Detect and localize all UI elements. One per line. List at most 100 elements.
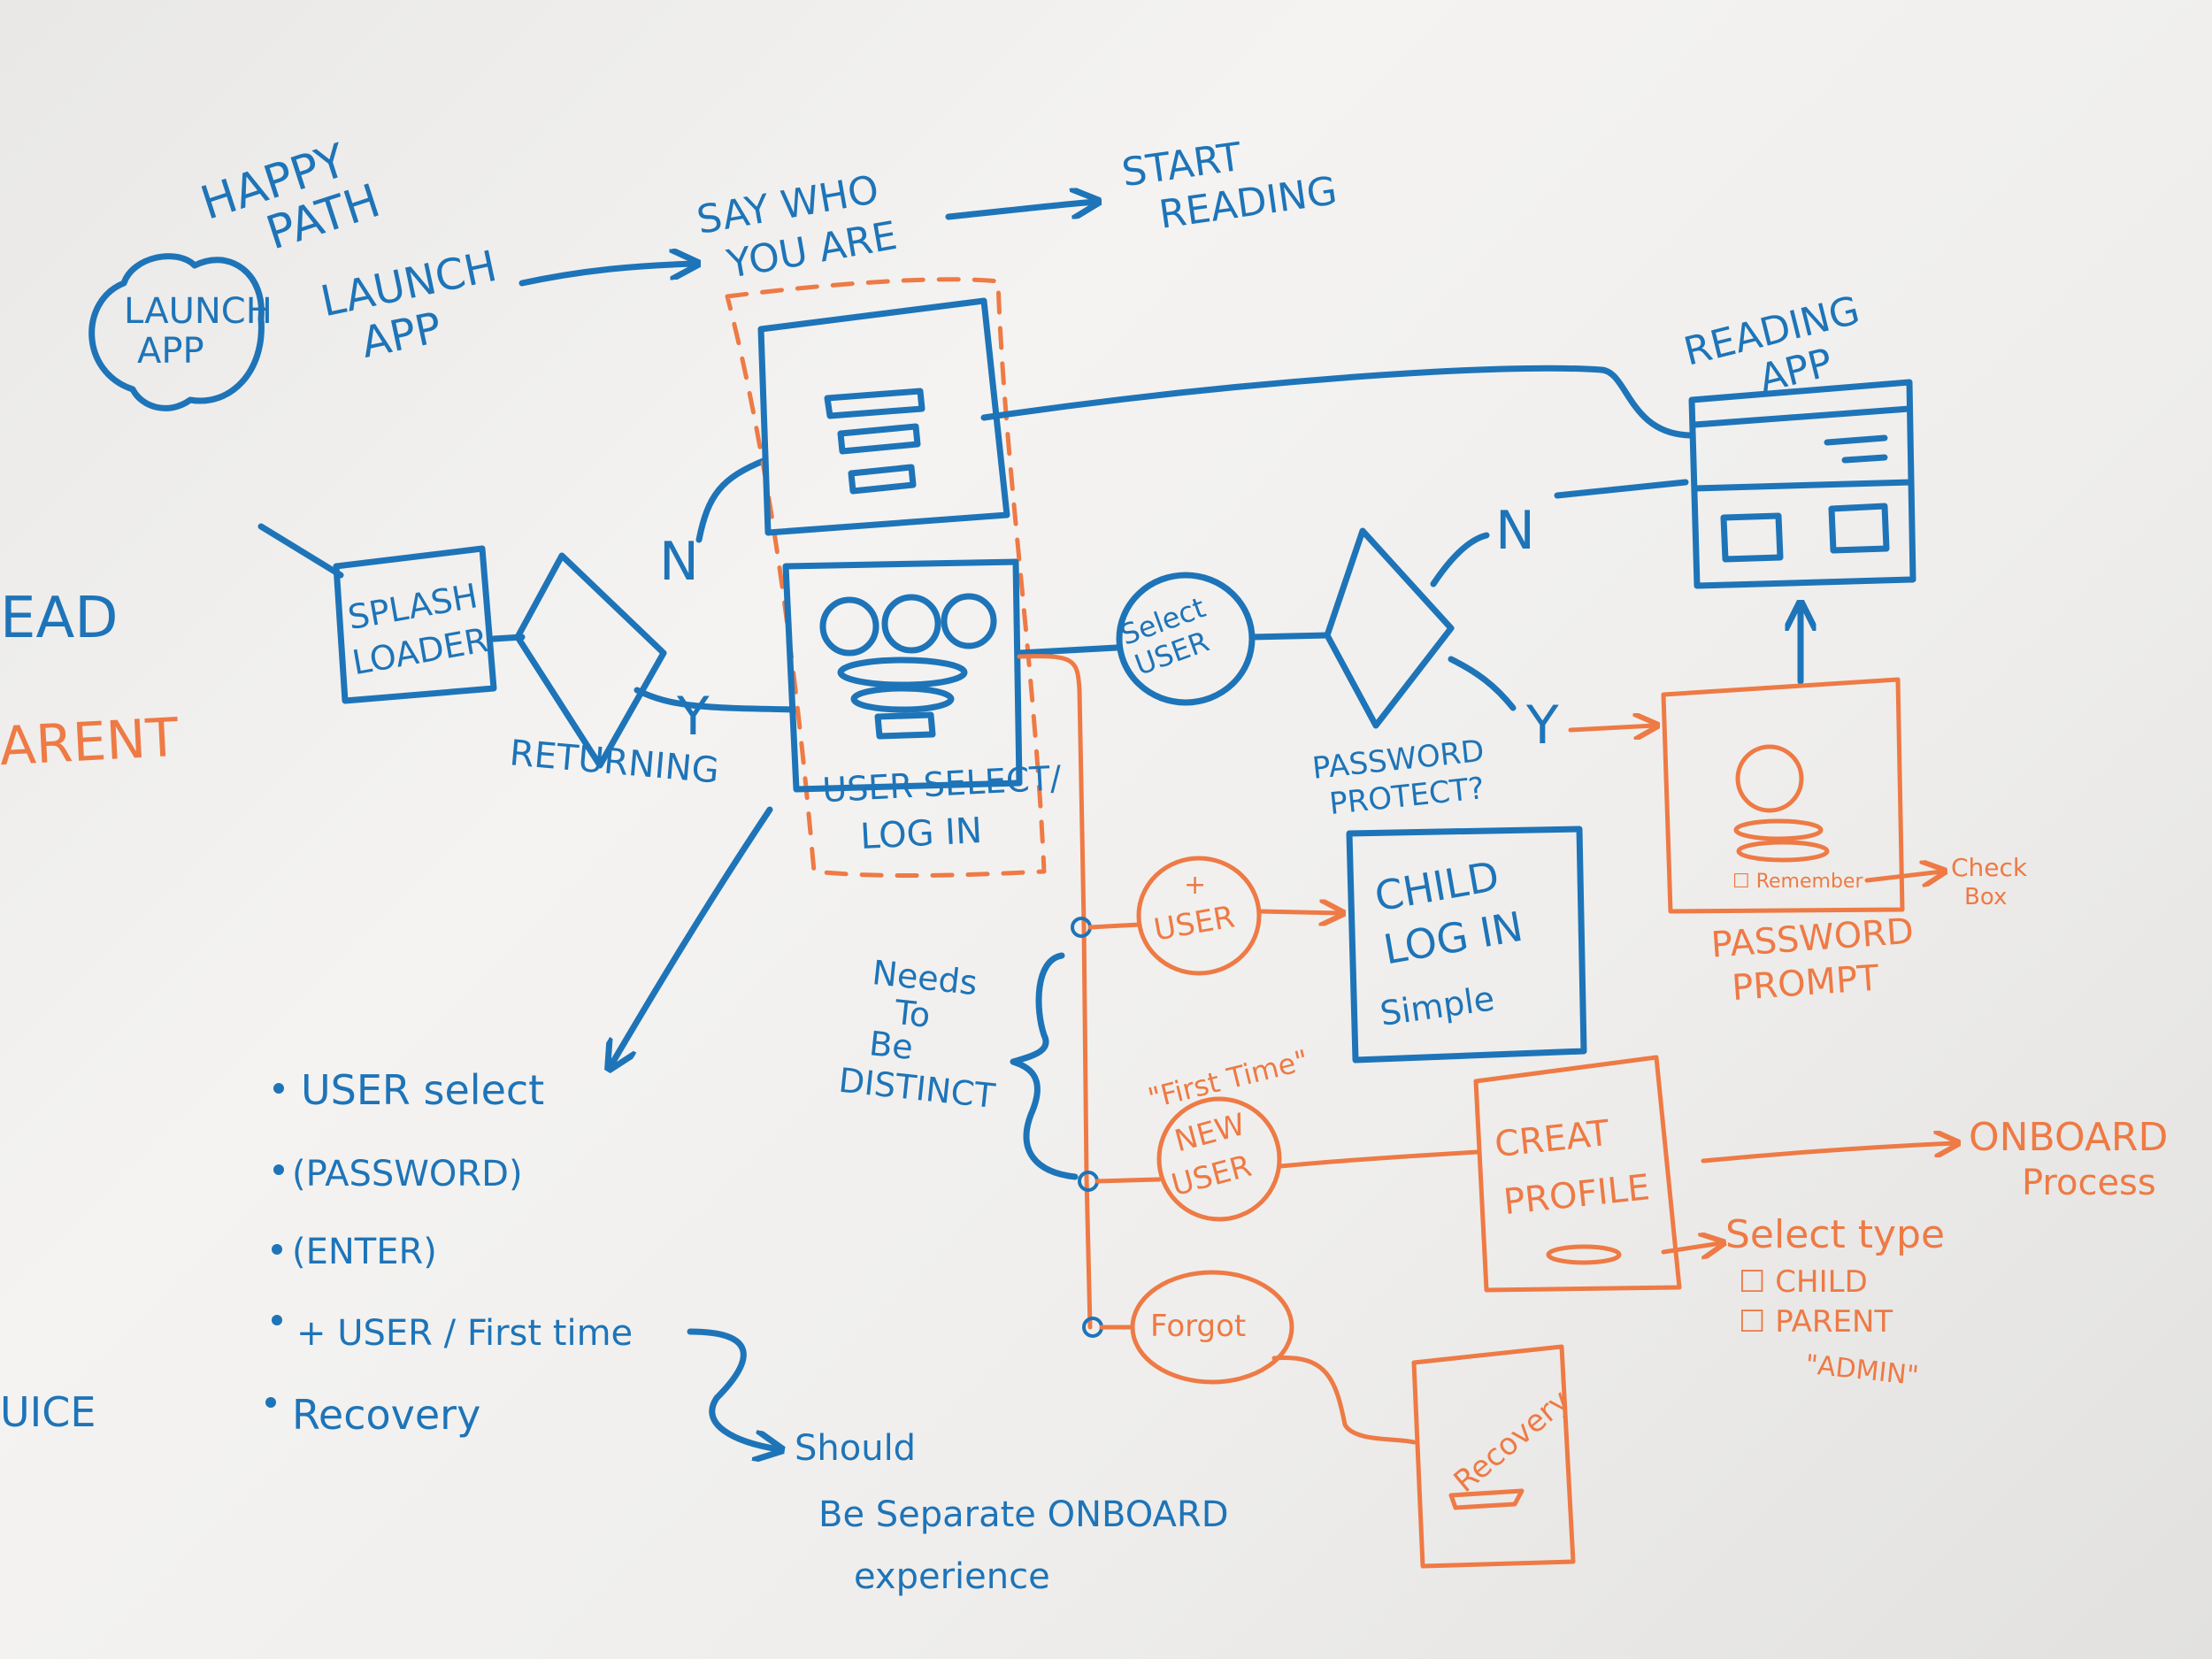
needs-to-be-distinct-note: Needs To Be DISTINCT	[837, 953, 998, 1116]
connector-splash-to-diamond	[490, 634, 526, 642]
bullet-dot	[273, 1083, 284, 1094]
svg-text:LOG IN: LOG IN	[859, 810, 983, 857]
connector-select-user-to-password-decision	[1248, 632, 1331, 641]
svg-text:APP: APP	[137, 331, 204, 372]
svg-text:CREAT: CREAT	[1493, 1113, 1611, 1165]
launch-app-bubble: LAUNCH APP	[88, 253, 273, 411]
svg-text:PASSWORD: PASSWORD	[1709, 911, 1915, 966]
onboard-process-label: ONBOARD Process	[1969, 1115, 2168, 1203]
svg-text:USER: USER	[1151, 899, 1237, 948]
arrow-to-should-note	[687, 1328, 779, 1449]
password-protect-decision-diamond	[1324, 527, 1455, 729]
branch-node-plus-user	[1071, 917, 1092, 938]
svg-text:Simple: Simple	[1378, 979, 1497, 1033]
svg-text:USER SELECT/: USER SELECT/	[821, 758, 1062, 810]
bullet-new-user: + USER / First time	[296, 1313, 633, 1354]
svg-text:To: To	[892, 993, 932, 1035]
bullet-dot	[272, 1315, 282, 1325]
arrow-yes-to-password-prompt	[1568, 726, 1655, 730]
arrow-say-who-to-start-reading	[945, 202, 1095, 220]
svg-text:LAUNCH: LAUNCH	[124, 291, 273, 332]
connector-password-yes	[1448, 656, 1517, 711]
bullet-recovery: Recovery	[292, 1391, 480, 1439]
connector-to-new-user	[1094, 1177, 1162, 1184]
bullet-user-select: USER select	[301, 1066, 544, 1114]
left-edge-voice: UICE	[0, 1388, 96, 1436]
connector-password-no-to-reading-app	[1554, 479, 1689, 499]
plus-user-circle: + USER	[1136, 856, 1262, 976]
bullet-enter: (ENTER)	[292, 1232, 437, 1272]
connector-password-no	[1430, 532, 1490, 588]
svg-text:+: +	[1184, 870, 1206, 901]
bullet-dot	[272, 1244, 282, 1255]
arrow-create-profile-to-onboard	[1701, 1143, 1955, 1164]
arrow-remember-to-check-box	[1864, 872, 1942, 880]
orange-branch-line	[1017, 654, 1093, 1330]
connector-wireframe-to-reading-app	[980, 365, 1694, 439]
svg-text:☐ Remember: ☐ Remember	[1732, 871, 1863, 893]
password-yes-label: Y	[1525, 695, 1559, 757]
connector-to-plus-user	[1087, 922, 1142, 930]
svg-text:Box: Box	[1964, 884, 2007, 910]
should-be-separate-note: Should Be Separate ONBOARD experience	[795, 1428, 1229, 1597]
type-options-list: ☐ CHILD ☐ PARENT "ADMIN"	[1739, 1264, 1920, 1392]
user-select-wireframe	[782, 558, 1023, 793]
svg-text:PROMPT: PROMPT	[1731, 958, 1881, 1010]
select-user-circle: Select USER	[1116, 572, 1256, 706]
splash-loader-box: SPLASH LOADER	[333, 545, 497, 704]
svg-text:experience: experience	[854, 1556, 1050, 1597]
connector-no-to-say-who	[695, 457, 769, 543]
child-login-box: CHILD LOG IN Simple	[1346, 826, 1587, 1064]
svg-text:"ADMIN": "ADMIN"	[1804, 1349, 1920, 1392]
password-prompt-wireframe: ☐ Remember	[1661, 677, 1905, 914]
launch-app-label: LAUNCH APP	[317, 242, 502, 368]
svg-text:DISTINCT: DISTINCT	[837, 1061, 998, 1116]
svg-text:PROFILE: PROFILE	[1502, 1167, 1652, 1223]
bullet-dot	[273, 1164, 284, 1175]
reading-app-wireframe	[1688, 379, 1916, 589]
password-prompt-label: PASSWORD PROMPT	[1709, 911, 1915, 1010]
password-no-label: N	[1495, 500, 1535, 562]
recovery-wireframe: Recovery	[1411, 1344, 1577, 1569]
connector-user-select-to-select-user	[1016, 644, 1120, 657]
say-who-you-are-label: SAY WHO YOU ARE	[694, 167, 901, 288]
bullet-list: USER select (PASSWORD) (ENTER) + USER / …	[265, 1066, 633, 1439]
arrow-plus-user-to-child-login	[1256, 911, 1340, 913]
bullet-password: (PASSWORD)	[292, 1154, 523, 1194]
svg-text:Should: Should	[795, 1428, 916, 1469]
returning-yes-label: Y	[676, 686, 710, 748]
happy-path-label: HAPPY PATH	[195, 134, 387, 261]
bullet-dot	[265, 1397, 276, 1408]
start-reading-label: START READING	[1119, 134, 1340, 238]
arrow-launch-to-say-who	[518, 264, 695, 287]
left-edge-read: EAD	[0, 586, 119, 651]
user-select-login-label: USER SELECT/ LOG IN	[821, 758, 1062, 857]
svg-text:☐ PARENT: ☐ PARENT	[1739, 1304, 1893, 1340]
select-type-label: Select type	[1725, 1212, 1945, 1257]
svg-text:Be Separate ONBOARD: Be Separate ONBOARD	[818, 1494, 1229, 1535]
svg-text:ONBOARD: ONBOARD	[1969, 1115, 2168, 1160]
needs-distinct-brace	[1010, 952, 1079, 1180]
first-time-label: "First Time"	[1145, 1043, 1312, 1116]
connector-forgot-to-recovery	[1271, 1355, 1417, 1445]
connector-yes-to-user-select	[634, 687, 800, 713]
returning-decision-diamond	[514, 552, 667, 769]
forgot-circle: Forgot	[1130, 1270, 1294, 1385]
svg-text:Check: Check	[1951, 853, 2028, 882]
svg-text:☐ CHILD: ☐ CHILD	[1739, 1264, 1868, 1300]
arrow-to-bullet-list	[611, 806, 773, 1066]
svg-text:Be: Be	[867, 1024, 915, 1067]
svg-text:Forgot: Forgot	[1150, 1309, 1246, 1344]
svg-text:Recovery: Recovery	[1448, 1383, 1577, 1500]
new-user-circle: NEW USER	[1156, 1096, 1282, 1222]
password-protect-label: PASSWORD PROTECT?	[1310, 733, 1486, 822]
arrow-to-select-type	[1661, 1243, 1721, 1252]
branch-node-forgot	[1082, 1317, 1103, 1338]
connector-new-user-to-create-profile	[1278, 1149, 1480, 1169]
returning-user-wireframe	[757, 297, 1010, 536]
returning-no-label: N	[659, 531, 699, 593]
connector-bubble-splash	[257, 523, 344, 579]
check-box-label: Check Box	[1951, 853, 2028, 910]
svg-text:Process: Process	[2022, 1163, 2156, 1203]
